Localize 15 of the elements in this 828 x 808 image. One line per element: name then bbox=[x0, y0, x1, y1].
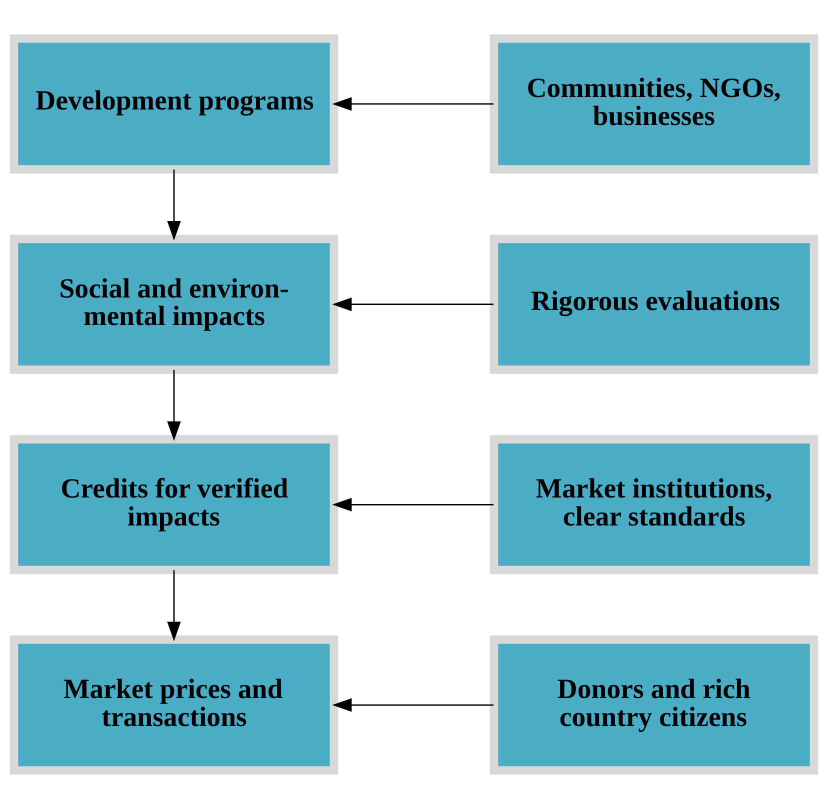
arrow bbox=[332, 297, 494, 311]
node-box: Donors and rich country citizens bbox=[490, 634, 818, 774]
node-box: Market prices and transactions bbox=[10, 634, 338, 774]
node-box: Market institutions, clear standards bbox=[490, 434, 818, 574]
arrow bbox=[167, 369, 181, 440]
arrow bbox=[332, 96, 494, 110]
arrow bbox=[167, 570, 181, 641]
arrow bbox=[332, 497, 494, 511]
node-box: Rigorous evaluations bbox=[490, 234, 818, 374]
node-box: Credits for verified impacts bbox=[10, 434, 338, 574]
node-box: Social and environ- mental impacts bbox=[10, 234, 338, 374]
node-box: Communities, NGOs, businesses bbox=[490, 34, 818, 174]
arrow bbox=[332, 698, 494, 712]
node-box: Development programs bbox=[10, 34, 338, 174]
arrow bbox=[167, 169, 181, 240]
